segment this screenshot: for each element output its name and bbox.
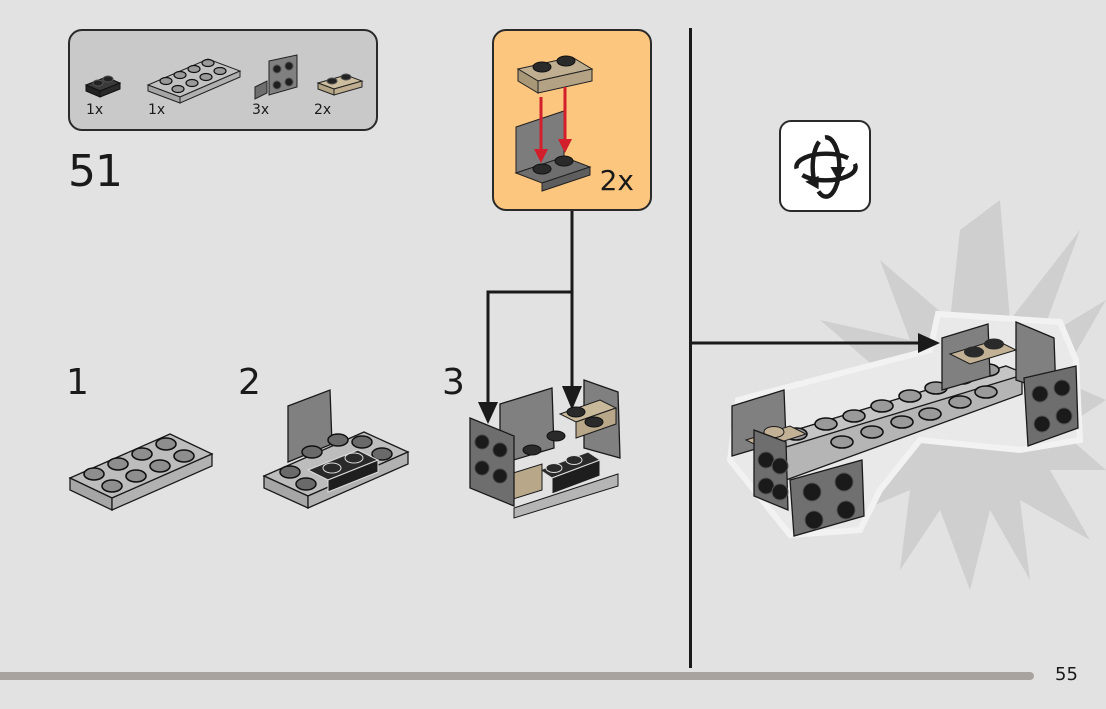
part-qty-2: 1x [148, 102, 166, 118]
part-qty-1: 1x [86, 102, 104, 118]
rotate-model-icon [794, 135, 858, 199]
part-black-plate-1x2 [84, 75, 122, 98]
final-model [731, 321, 1079, 537]
part-dark-gray-bracket [254, 54, 298, 100]
page-number: 55 [1055, 664, 1078, 685]
callout-quantity: 2x [599, 164, 634, 197]
substep-3-model [469, 379, 621, 519]
substep-3-label: 3 [442, 362, 465, 403]
step-number: 51 [68, 146, 123, 197]
page-divider [689, 28, 692, 668]
part-qty-3: 3x [252, 102, 270, 118]
bottom-progress-bar [0, 672, 1034, 680]
substep-2-label: 2 [238, 362, 261, 403]
substep-1-model [68, 433, 214, 512]
sub-assembly-callout: 2x [492, 29, 652, 211]
rotate-model-box [779, 120, 871, 212]
part-tan-plate-1x2 [316, 73, 364, 96]
substep-1-label: 1 [66, 362, 89, 403]
callout-tan-plate [516, 55, 594, 94]
part-qty-4: 2x [314, 102, 332, 118]
substep-2-model [262, 389, 410, 510]
part-light-gray-plate-2x4 [146, 58, 242, 104]
red-assembly-arrows [534, 87, 572, 163]
parts-list-box: 1x 1x 3x 2x [68, 29, 378, 131]
